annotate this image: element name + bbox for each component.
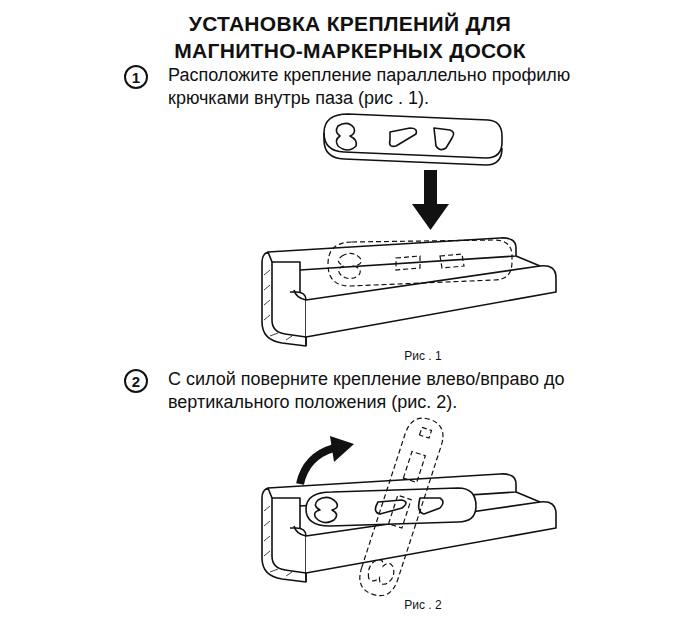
callout-number: 2 (132, 374, 140, 389)
instruction-text: С силой поверните крепление влево/вправо… (168, 368, 623, 415)
step-number: 2 (124, 369, 148, 393)
figure-caption: Рис . 1 (373, 349, 473, 365)
title: УСТАНОВКА КРЕПЛЕНИЙ ДЛЯ МАГНИТНО-МАРКЕРН… (120, 10, 580, 65)
figure-caption: Рис . 2 (373, 598, 473, 614)
instruction-text: Расположите крепление параллельно профил… (168, 64, 623, 111)
callout-number: 1 (132, 70, 140, 85)
step-number: 1 (124, 65, 148, 89)
